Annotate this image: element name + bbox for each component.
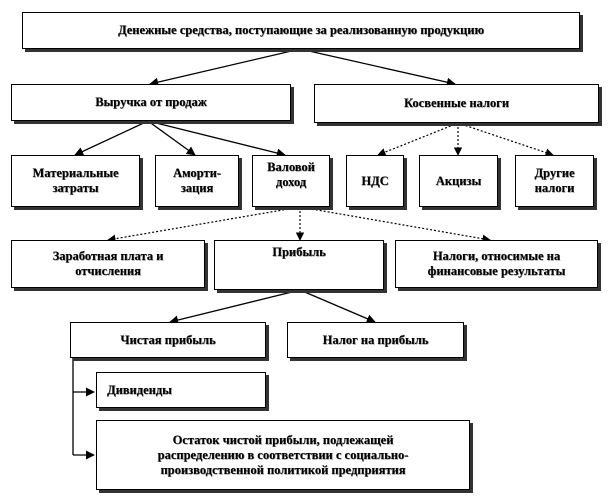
label-excise: Акцизы [435, 173, 482, 188]
label-other-taxes: Другие налоги [534, 166, 575, 195]
box-root: Денежные средства, поступающие за реализ… [22, 12, 580, 49]
arrow-gross-financial-taxes [299, 206, 491, 243]
arrow-root-indirect-taxes [299, 48, 456, 87]
arrow-indirect-other [457, 122, 554, 157]
label-indirect-taxes: Косвенные налоги [403, 96, 510, 110]
box-profit-tax: Налог на прибыль [287, 322, 464, 358]
arrow-indirect-vat [377, 122, 459, 157]
box-retained-profit: Остаток чистой прибыли, подлежащей распр… [96, 420, 470, 490]
box-dividends: Дивиденды [96, 372, 266, 408]
label-root: Денежные средства, поступающие за реализ… [117, 23, 485, 37]
box-vat: НДС [346, 155, 404, 207]
arrow-gross-wages [107, 206, 301, 243]
arrow-revenue-gross [147, 120, 286, 158]
label-profit: Прибыль [272, 245, 326, 259]
box-gross-income: Валовой доход [252, 155, 330, 207]
label-revenue: Выручка от продаж [95, 95, 207, 109]
arrow-revenue-material [74, 120, 149, 156]
label-dividends: Дивиденды [107, 382, 172, 397]
label-gross-income: Валовой доход [267, 160, 315, 189]
box-depreciation: Аморти- зация [155, 155, 239, 207]
label-net-profit: Чистая прибыль [120, 332, 216, 347]
box-financial-taxes: Налоги, относимые на финансовые результа… [395, 240, 598, 288]
label-financial-taxes: Налоги, относимые на финансовые результа… [427, 249, 566, 278]
label-material-costs: Материальные затраты [32, 166, 119, 195]
label-retained-profit: Остаток чистой прибыли, подлежащей распр… [157, 432, 409, 477]
box-indirect-taxes: Косвенные налоги [314, 84, 599, 123]
box-excise: Акцизы [419, 155, 498, 207]
box-other-taxes: Другие налоги [515, 155, 594, 207]
arrow-profit-tax [299, 289, 376, 323]
label-vat: НДС [361, 173, 389, 188]
arrow-revenue-depreciation [147, 120, 196, 156]
label-wages: Заработная плата и отчисления [52, 249, 164, 278]
box-material-costs: Материальные затраты [11, 155, 140, 207]
arrow-root-revenue [149, 48, 301, 87]
arrow-profit-net [169, 289, 301, 325]
label-depreciation: Аморти- зация [173, 166, 221, 195]
box-revenue: Выручка от продаж [11, 84, 291, 121]
box-wages: Заработная плата и отчисления [11, 240, 205, 288]
label-profit-tax: Налог на прибыль [322, 332, 429, 347]
box-profit: Прибыль [214, 240, 384, 290]
box-net-profit: Чистая прибыль [70, 322, 266, 358]
